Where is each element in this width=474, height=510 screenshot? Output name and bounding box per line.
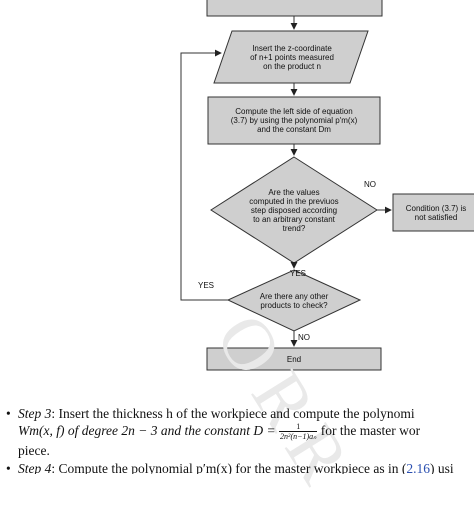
- step4-equation-link[interactable]: 2.16: [406, 461, 430, 474]
- step3-line1: Step 3: Insert the thickness h of the wo…: [18, 405, 415, 422]
- step3-text1: : Insert the thickness h of the workpiec…: [51, 406, 415, 421]
- edge-label-no-right: NO: [364, 180, 376, 189]
- step3-bullet: •: [6, 406, 11, 421]
- end-text: End: [286, 354, 302, 364]
- step3-frac-den: 2n²(n−1)aₙ: [280, 432, 317, 442]
- condition-text: Condition (3.7) is not satisfied: [405, 203, 467, 222]
- step3-fraction: 1 2n²(n−1)aₙ: [279, 422, 318, 442]
- step3-frac-num: 1: [279, 422, 318, 433]
- step3-text3: piece.: [18, 443, 50, 458]
- decision-products-text: Are there any other products to check?: [259, 292, 329, 310]
- compute-left-text: Compute the left side of equation (3.7) …: [230, 107, 358, 134]
- edge-label-yes-down: YES: [290, 269, 307, 278]
- insert-z-label: Insert the z-coordinate of n+1 points me…: [224, 33, 360, 81]
- step4-paragraph: • Step 4: Compute the polynomial p′m(x) …: [0, 460, 474, 474]
- insert-z-text: Insert the z-coordinate of n+1 points me…: [250, 43, 334, 71]
- edge-label-yes-left: YES: [198, 281, 215, 290]
- edge-label-no-down: NO: [298, 333, 310, 342]
- step3-label: Step 3: [18, 406, 52, 421]
- condition-box: [392, 193, 474, 232]
- top-process-box: [206, 0, 383, 17]
- step3-text2b: for the master wor: [320, 423, 421, 438]
- end-box: [206, 347, 382, 371]
- decision-trend-text: Are the values computed in the previuos …: [249, 187, 339, 233]
- step3-text2a: Wm(x, f) of degree 2n − 3 and the consta…: [18, 423, 276, 438]
- decision-trend-label: Are the values computed in the previuos …: [232, 176, 356, 244]
- step3-line3: piece.: [18, 442, 50, 459]
- step4-bullet: •: [6, 461, 11, 474]
- step4-text-a: : Compute the polynomial p′m(x) for the …: [51, 461, 407, 474]
- loop-back-line: [180, 49, 228, 301]
- flowchart-diagram: [180, 0, 474, 371]
- step3-line2: Wm(x, f) of degree 2n − 3 and the consta…: [18, 422, 420, 441]
- step4-line1: Step 4: Compute the polynomial p′m(x) fo…: [18, 460, 454, 474]
- step4-label: Step 4: [18, 461, 52, 474]
- compute-left-label: Compute the left side of equation (3.7) …: [208, 97, 380, 144]
- step4-text-b: ) usi: [430, 461, 454, 474]
- step3-paragraph: • Step 3: Insert the thickness h of the …: [0, 405, 474, 463]
- condition-label: Condition (3.7) is not satisfied: [393, 194, 474, 231]
- end-label: End: [207, 348, 381, 370]
- insert-z-parallelogram: [213, 30, 369, 84]
- decision-products-label: Are there any other products to check?: [244, 284, 344, 318]
- compute-left-box: [207, 96, 381, 145]
